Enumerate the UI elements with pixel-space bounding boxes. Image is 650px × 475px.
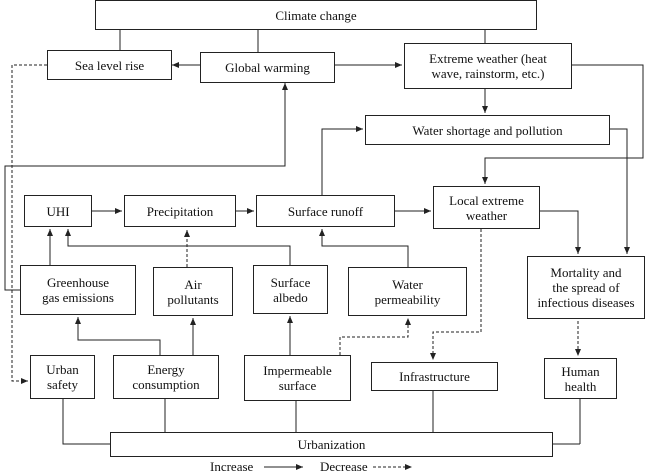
node-impermeable-surface: Impermeable surface [244,355,351,401]
node-surface-albedo: Surface albedo [253,265,328,314]
arrow-impermeable-to-permeability [339,318,411,355]
node-air-pollutants: Air pollutants [153,267,233,316]
node-surface-runoff: Surface runoff [256,195,395,227]
node-climate-change: Climate change [95,0,537,30]
node-sea-level-rise: Sea level rise [47,50,172,80]
node-uhi: UHI [24,195,92,227]
node-global-warming: Global warming [200,52,335,83]
arrow-permeability-to-runoff [319,229,409,267]
arrow-extreme-to-local [482,64,644,184]
arrow-runoff-to-water [321,126,363,195]
arrow-ghg-to-global [4,83,288,291]
node-extreme-weather: Extreme weather (heat wave, rainstorm, e… [404,43,572,89]
node-greenhouse-gas-emissions: Greenhouse gas emissions [20,265,136,315]
arrow-energy-to-ghg [75,317,161,355]
legend-increase-label: Increase [210,459,254,474]
node-precipitation: Precipitation [124,195,236,227]
node-urbanization: Urbanization [110,432,553,457]
arrow-sealevel-to-urbansafety [11,64,47,384]
arrow-local-to-infrastructure [430,229,482,360]
arrow-albedo-to-uhi [65,229,291,265]
arrow-local-to-mortality [540,210,581,254]
node-infrastructure: Infrastructure [371,362,498,391]
arrow-water-to-mortality [610,128,630,254]
node-mortality: Mortality and the spread of infectious d… [527,256,645,319]
connector-urbanization-urbansafety [62,399,110,445]
legend-decrease-label: Decrease [320,459,368,474]
node-water-permeability: Water permeability [348,267,467,316]
node-human-health: Human health [544,358,617,399]
node-local-extreme-weather: Local extreme weather [433,186,540,229]
node-energy-consumption: Energy consumption [113,355,219,399]
node-water-shortage: Water shortage and pollution [365,115,610,145]
node-urban-safety: Urban safety [30,355,95,399]
